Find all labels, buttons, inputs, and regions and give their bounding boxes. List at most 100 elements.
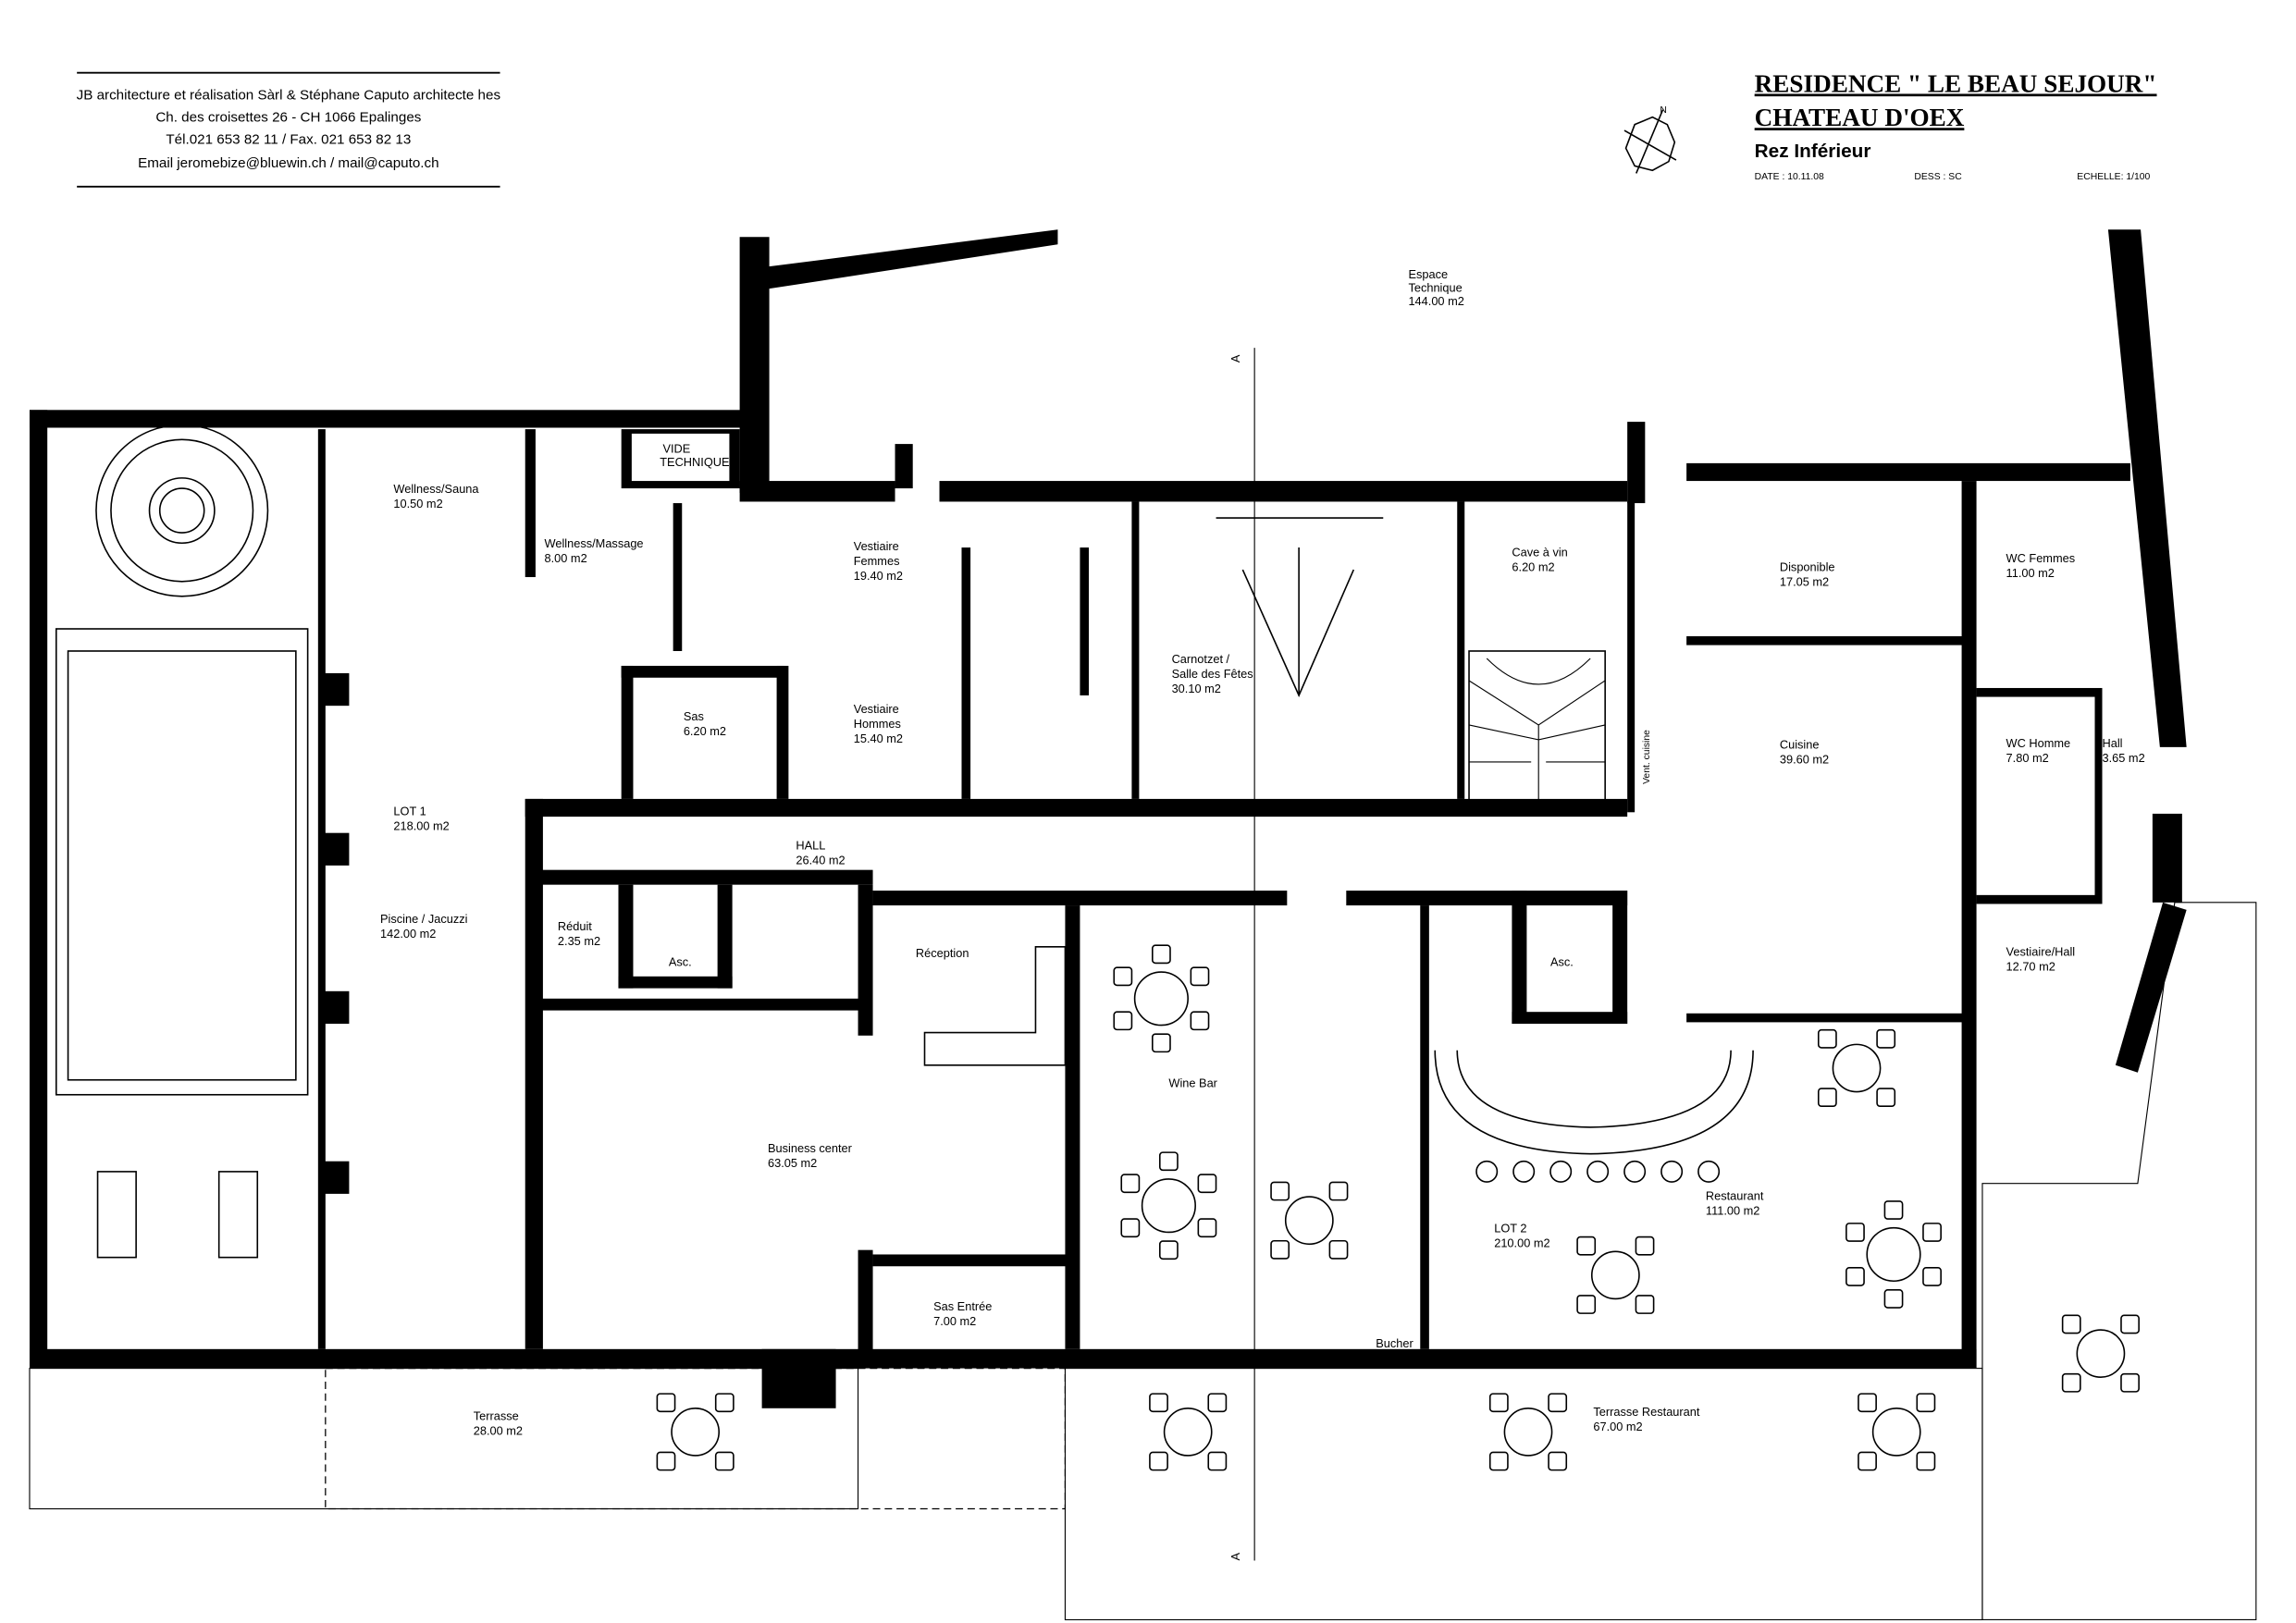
room-name: Restaurant xyxy=(1706,1188,1764,1202)
chair xyxy=(1858,1393,1877,1413)
room-cuisine: Cuisine 39.60 m2 xyxy=(1780,738,1829,767)
vent-cuisine-label: Vent. cuisine xyxy=(1642,730,1652,784)
office-phone: Tél.021 653 82 11 / Fax. 021 653 82 13 xyxy=(166,131,411,147)
chair xyxy=(1916,1393,1936,1413)
room-area: 111.00 m2 xyxy=(1706,1203,1760,1217)
room-name: WC Homme xyxy=(2006,736,2071,750)
room-area: 10.50 m2 xyxy=(393,497,442,510)
table-with-chairs xyxy=(1120,1151,1217,1260)
room-name: TECHNIQUE xyxy=(660,455,729,469)
room-area: 28.00 m2 xyxy=(474,1424,523,1438)
room-vestiaire-hall: Vestiaire/Hall 12.70 m2 xyxy=(2006,944,2076,973)
chair xyxy=(1883,1200,1904,1220)
table-with-chairs xyxy=(1113,944,1210,1053)
chair xyxy=(1120,1218,1141,1238)
room-name: Espace xyxy=(1408,267,1448,281)
chair xyxy=(2061,1372,2081,1393)
room-name: Femmes xyxy=(854,554,900,568)
table-with-chairs xyxy=(1576,1236,1655,1314)
chair xyxy=(2061,1314,2081,1334)
room-area: 39.60 m2 xyxy=(1780,753,1829,767)
chair xyxy=(2120,1372,2140,1393)
room-terrasse: Terrasse 28.00 m2 xyxy=(474,1409,523,1438)
chair xyxy=(1488,1451,1509,1471)
table-with-chairs xyxy=(1488,1393,1568,1471)
chair xyxy=(1120,1174,1141,1194)
room-terrasse-restaurant: Terrasse Restaurant 67.00 m2 xyxy=(1593,1405,1700,1433)
north-arrow-icon: N xyxy=(1623,105,1677,174)
office-block: JB architecture et réalisation Sàrl & St… xyxy=(77,71,501,188)
room-area: 2.35 m2 xyxy=(558,934,600,948)
room-area: 6.20 m2 xyxy=(1512,560,1554,574)
chair xyxy=(1207,1451,1228,1471)
table-with-chairs xyxy=(1270,1181,1349,1260)
chair xyxy=(1113,1011,1133,1031)
room-name: Cuisine xyxy=(1780,738,1820,752)
room-name: VIDE xyxy=(662,442,690,456)
chair xyxy=(1197,1174,1217,1194)
room-sas-entree: Sas Entrée 7.00 m2 xyxy=(933,1299,992,1328)
office-name: JB architecture et réalisation Sàrl & St… xyxy=(77,87,501,103)
room-name: Disponible xyxy=(1780,560,1835,574)
date: DATE : 10.11.08 xyxy=(1755,172,1824,182)
room-cave-a-vin: Cave à vin 6.20 m2 xyxy=(1512,546,1567,574)
room-name: Carnotzet / xyxy=(1172,652,1230,666)
room-area: 8.00 m2 xyxy=(545,551,587,565)
chair xyxy=(1817,1088,1837,1108)
room-name: WC Femmes xyxy=(2006,551,2076,565)
room-area: 15.40 m2 xyxy=(854,732,903,745)
room-name: Piscine / Jacuzzi xyxy=(380,912,467,926)
room-name: Business center xyxy=(768,1141,853,1155)
chair xyxy=(1858,1451,1877,1471)
room-name: Terrasse xyxy=(474,1409,519,1423)
room-area: 7.80 m2 xyxy=(2006,751,2049,765)
bar-stool xyxy=(1549,1160,1573,1183)
bar-stool xyxy=(1475,1160,1499,1183)
room-name: Terrasse Restaurant xyxy=(1593,1405,1700,1419)
section-line: A A xyxy=(1228,348,1255,1561)
room-wellness-sauna: Wellness/Sauna 10.50 m2 xyxy=(393,482,479,510)
room-name: Hommes xyxy=(854,717,901,731)
bar-stool xyxy=(1697,1160,1721,1183)
room-name: Hall xyxy=(2103,736,2123,750)
title-block: RESIDENCE " LE BEAU SEJOUR" CHATEAU D'OE… xyxy=(1755,69,2157,181)
chair xyxy=(1158,1240,1179,1260)
pool xyxy=(55,424,309,1096)
room-name: LOT 1 xyxy=(393,804,426,818)
room-area: 26.40 m2 xyxy=(796,853,845,867)
staircase xyxy=(1468,650,1606,807)
chair xyxy=(1883,1289,1904,1309)
room-name: Réduit xyxy=(558,919,592,933)
room-area: 12.70 m2 xyxy=(2006,959,2055,973)
room-area: 144.00 m2 xyxy=(1408,294,1463,308)
room-vestiaire-hommes: Vestiaire Hommes 15.40 m2 xyxy=(854,702,903,745)
chair xyxy=(1845,1267,1865,1286)
chair xyxy=(1158,1151,1179,1172)
room-area: 17.05 m2 xyxy=(1780,575,1829,589)
room-area: 210.00 m2 xyxy=(1494,1236,1549,1249)
room-name: Cave à vin xyxy=(1512,546,1567,559)
chair xyxy=(1190,966,1210,987)
chair xyxy=(1270,1181,1290,1201)
room-area: 19.40 m2 xyxy=(854,569,903,583)
room-area: 142.00 m2 xyxy=(380,927,436,941)
carnotzet-ramp xyxy=(1216,517,1384,697)
bar-stool xyxy=(1660,1160,1684,1183)
chair xyxy=(656,1451,676,1471)
bar-stool xyxy=(1512,1160,1536,1183)
room-disponible: Disponible 17.05 m2 xyxy=(1780,560,1835,589)
bar-stool xyxy=(1623,1160,1647,1183)
sun-loungers xyxy=(96,1171,259,1259)
room-name: HALL xyxy=(796,838,825,852)
room-hall-small: Hall 3.65 m2 xyxy=(2103,736,2145,765)
chair xyxy=(1270,1239,1290,1260)
chair xyxy=(1151,1033,1171,1053)
room-bucher: Bucher xyxy=(1376,1336,1413,1350)
room-name: Vestiaire xyxy=(854,539,899,553)
room-area: 7.00 m2 xyxy=(933,1314,976,1328)
room-wine-bar: Wine Bar xyxy=(1168,1076,1217,1090)
chair xyxy=(1576,1236,1597,1256)
chair xyxy=(1576,1295,1597,1314)
room-area: 30.10 m2 xyxy=(1172,682,1221,695)
